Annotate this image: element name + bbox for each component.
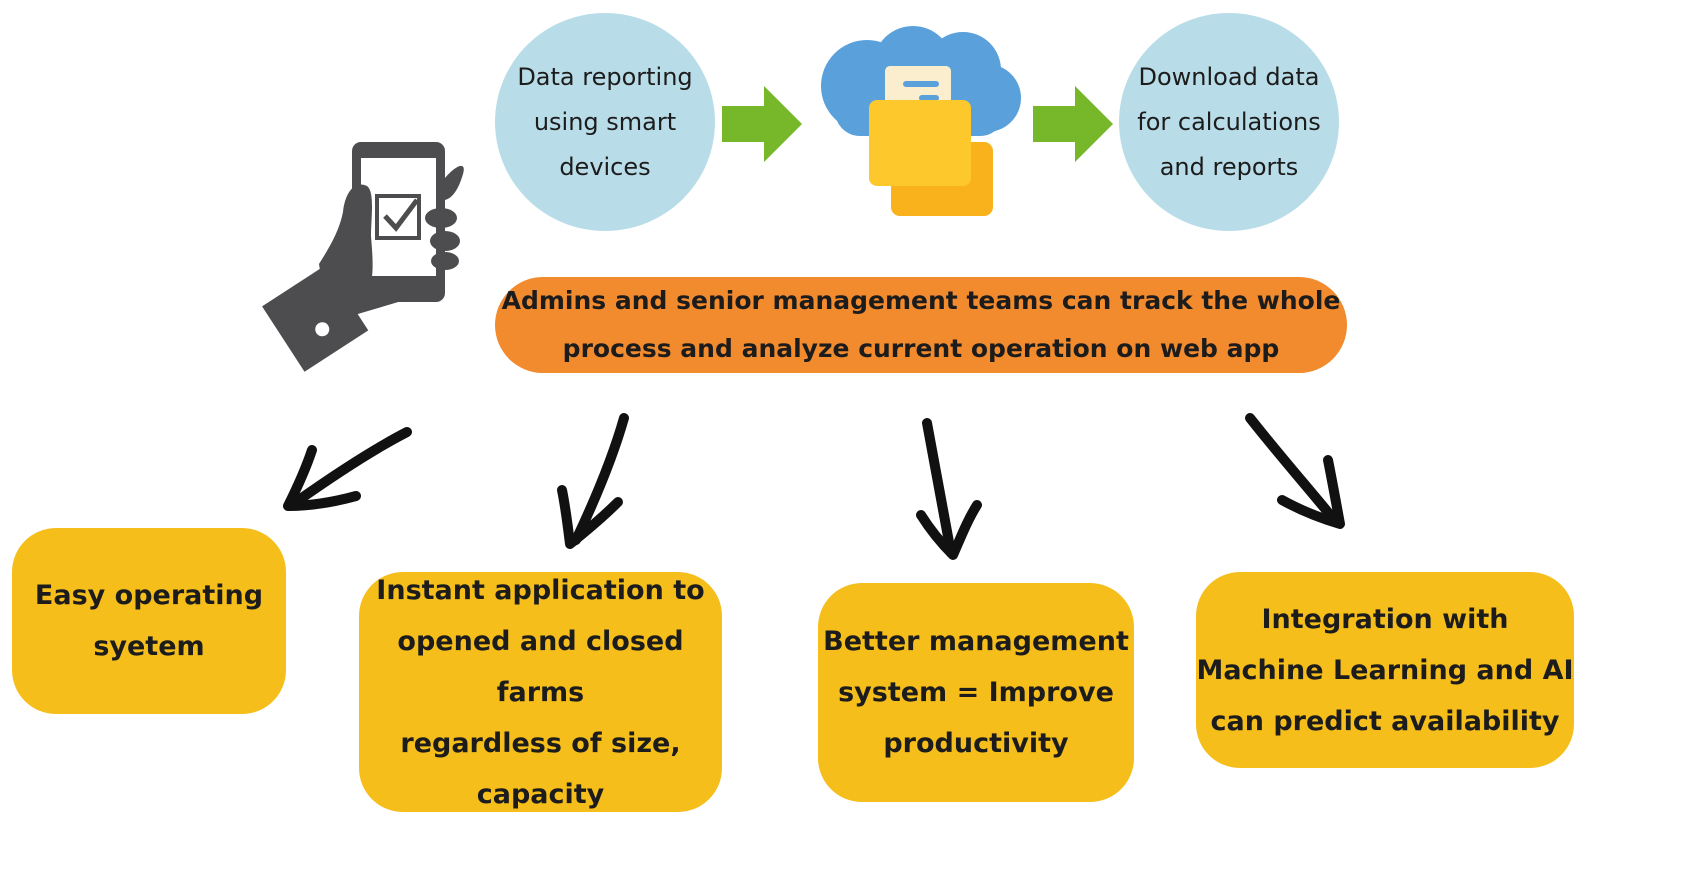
benefit-card-instant-application: Instant application to opened and closed…	[359, 572, 722, 812]
banner-line-2: process and analyze current operation on…	[562, 334, 1280, 363]
hand-holding-phone-icon	[262, 142, 464, 372]
management-banner: Admins and senior management teams can t…	[495, 277, 1347, 373]
benefit-card-ml-ai-integration: Integration with Machine Learning and AI…	[1196, 572, 1574, 768]
right-arrow-icon	[722, 86, 802, 162]
down-left-arrow-icon	[283, 427, 412, 511]
cloud-folder-icon	[821, 26, 1021, 216]
right-arrow-icon	[1033, 86, 1113, 162]
benefit-card-easy-operating: Easy operating syetem	[12, 528, 286, 714]
down-right-arrow-icon	[1245, 413, 1345, 529]
data-reporting-circle: Data reporting using smart devices	[495, 13, 715, 231]
down-arrow-icon	[557, 413, 629, 549]
benefit-card-better-management: Better management system = Improve produ…	[818, 583, 1134, 802]
download-data-circle: Download data for calculations and repor…	[1119, 13, 1339, 231]
banner-line-1: Admins and senior management teams can t…	[501, 286, 1341, 315]
down-arrow-icon	[916, 418, 982, 560]
